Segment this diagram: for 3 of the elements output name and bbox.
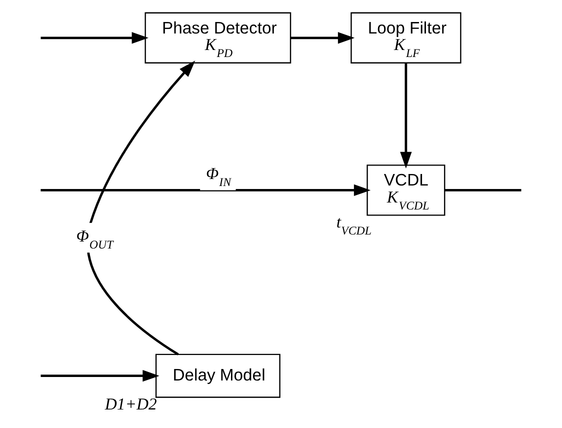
edge-label: Φ$_{IN}$	[206, 164, 232, 190]
edge-label: Φ$_{OUT}$	[76, 226, 114, 252]
node-label: D1+D2	[104, 394, 157, 414]
